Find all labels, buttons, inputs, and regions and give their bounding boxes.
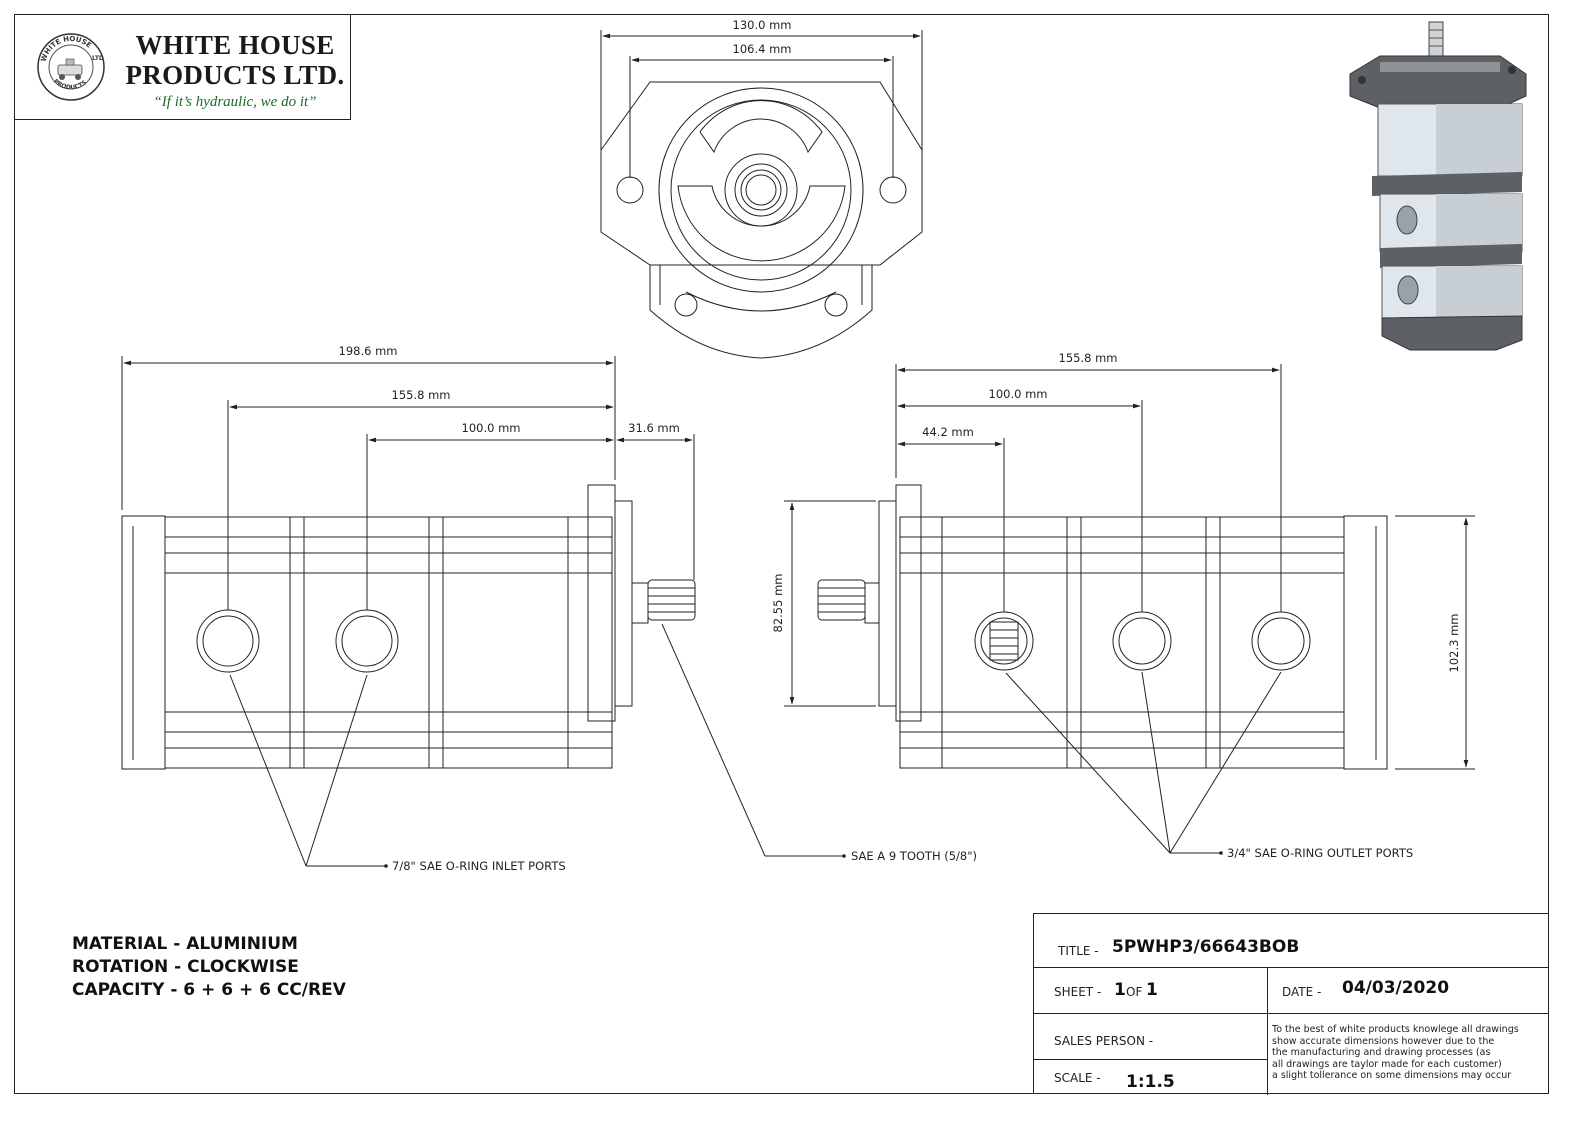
dim-right-port1: 44.2 mm: [922, 425, 974, 439]
dim-left-overall: 198.6 mm: [339, 344, 398, 358]
sales-row: SALES PERSON -: [1034, 1014, 1267, 1060]
disclaimer-note: To the best of white products knowlege a…: [1272, 1024, 1548, 1082]
sheet-total: 1: [1146, 980, 1158, 1000]
disclaimer-line: the manufacturing and drawing processes …: [1272, 1047, 1491, 1058]
dim-front-outer: 130.0 mm: [733, 18, 792, 32]
title-block: TITLE - 5PWHP3/66643BOB SHEET - 1 OF 1 D…: [1033, 913, 1549, 1095]
scale-label: SCALE -: [1054, 1071, 1101, 1085]
spec-material: MATERIAL - ALUMINIUM: [72, 934, 298, 954]
sheet-date-divider: [1267, 968, 1268, 1014]
callout-inlet-ports: 7/8" SAE O-RING INLET PORTS: [392, 859, 566, 873]
dim-right-port3: 155.8 mm: [1059, 351, 1118, 365]
title-label: TITLE -: [1058, 944, 1099, 958]
spec-rotation: ROTATION - CLOCKWISE: [72, 957, 299, 977]
dim-right-flange-height: 82.55 mm: [771, 574, 785, 633]
dim-left-port2: 100.0 mm: [462, 421, 521, 435]
pump-3d-render: [1349, 21, 1527, 351]
company-name-line2: PRODUCTS LTD.: [125, 60, 345, 90]
spec-notes: MATERIAL - ALUMINIUM ROTATION - CLOCKWIS…: [72, 933, 346, 1002]
dim-right-body-height: 102.3 mm: [1447, 614, 1461, 673]
sheet-number: 1: [1114, 980, 1126, 1000]
disclaimer-line: show accurate dimensions however due to …: [1272, 1035, 1495, 1047]
sheet-label: SHEET -: [1054, 985, 1102, 999]
company-name-line1: WHITE HOUSE: [135, 30, 335, 60]
seal-text-right: LTD: [92, 55, 104, 62]
company-logo-block: WHITE HOUSE PRODUCTS LTD WHITE HOUSE PRO…: [14, 14, 351, 120]
date-value: 04/03/2020: [1342, 978, 1450, 998]
sheet-of: OF: [1126, 985, 1143, 999]
disclaimer-line: all drawings are taylor made for each cu…: [1272, 1058, 1502, 1070]
scale-row: SCALE - 1:1.5: [1034, 1060, 1267, 1095]
disclaimer-line: a slight tollerance on some dimensions m…: [1272, 1070, 1512, 1081]
company-name: WHITE HOUSE PRODUCTS LTD.: [124, 30, 346, 90]
callout-shaft: SAE A 9 TOOTH (5/8"): [851, 849, 977, 863]
scale-value: 1:1.5: [1126, 1072, 1175, 1092]
left-side-view-drawing: [121, 356, 843, 867]
dim-front-holes: 106.4 mm: [733, 42, 792, 56]
title-row: TITLE - 5PWHP3/66643BOB: [1034, 914, 1549, 968]
sales-note-divider: [1267, 1014, 1268, 1095]
company-seal-icon: WHITE HOUSE PRODUCTS LTD: [37, 33, 105, 101]
spec-capacity: CAPACITY - 6 + 6 + 6 CC/REV: [72, 980, 346, 1000]
sales-label: SALES PERSON -: [1054, 1034, 1154, 1048]
callout-outlet-ports: 3/4" SAE O-RING OUTLET PORTS: [1227, 846, 1413, 860]
dim-left-shaft: 31.6 mm: [628, 421, 680, 435]
title-value: 5PWHP3/66643BOB: [1112, 937, 1300, 957]
dim-left-port1: 155.8 mm: [392, 388, 451, 402]
dim-right-port2: 100.0 mm: [989, 387, 1048, 401]
company-tagline: “If it’s hydraulic, we do it”: [153, 94, 317, 110]
date-label: DATE -: [1282, 985, 1322, 999]
right-side-view-drawing: [784, 364, 1475, 854]
front-view-drawing: [600, 30, 923, 359]
drawing-border: [14, 14, 1549, 1094]
disclaimer-line: To the best of white products knowlege a…: [1272, 1024, 1519, 1035]
sheet-date-row: SHEET - 1 OF 1 DATE - 04/03/2020: [1034, 968, 1549, 1014]
